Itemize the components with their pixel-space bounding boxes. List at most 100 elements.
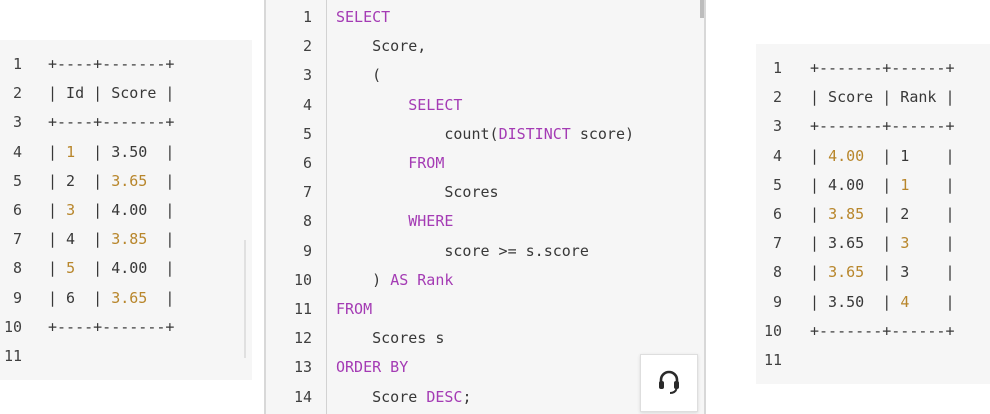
code-line: 10 ) AS Rank — [266, 266, 453, 295]
code-line: 8 WHERE — [266, 207, 453, 236]
line-number: 10 — [3, 317, 22, 336]
line-number: 1 — [772, 59, 782, 77]
cell-suffix: | — [147, 171, 175, 190]
code-text: ( — [336, 61, 381, 90]
line-text: | 3.50 | 4 | — [810, 288, 955, 317]
sql-keyword: ORDER BY — [336, 358, 409, 377]
code-text: count(DISTINCT score) — [336, 120, 634, 149]
sql-keyword: WHERE — [408, 212, 454, 231]
code-text: WHERE — [336, 207, 453, 236]
line-number: 4 — [12, 142, 22, 161]
line-text: +-------+------+ — [810, 112, 955, 141]
line-number: 7 — [12, 230, 22, 249]
cell-prefix: | — [48, 142, 67, 161]
code-text: SELECT — [336, 3, 390, 32]
sql-keyword: DISTINCT — [498, 124, 571, 143]
cell-prefix: | 4 | — [48, 230, 112, 249]
line-text: | 3.65 | 3 | — [810, 258, 955, 287]
input-table-panel: 1+----+-------+2| Id | Score |3+----+---… — [0, 40, 252, 380]
code-text: score >= s.score — [336, 237, 589, 266]
cell-suffix: | — [147, 230, 175, 249]
line-number: 8 — [302, 212, 312, 231]
line-content: | Score | Rank | — [810, 88, 955, 107]
line-text: | 4 | 3.85 | — [48, 225, 174, 254]
line-number: 9 — [772, 292, 782, 311]
left-panel-edge — [244, 240, 254, 358]
cell-prefix: | — [810, 263, 829, 282]
code-plain: Score — [336, 387, 427, 406]
code-text: Score, — [336, 32, 426, 61]
input-table-row: 1+----+-------+ — [0, 50, 174, 79]
line-number: 7 — [302, 183, 312, 202]
sql-keyword: FROM — [336, 300, 373, 318]
cell-suffix: | — [909, 292, 955, 311]
input-table-row: 7 | 4 | 3.85 | — [0, 225, 174, 254]
input-table-row: 5| 2 | 3.65 | — [0, 167, 174, 196]
cell-suffix: | 2 | — [864, 205, 955, 223]
line-number: 12 — [293, 329, 312, 348]
code-text: Scores — [336, 178, 499, 207]
cell-suffix: | 3 | — [864, 263, 955, 282]
line-number: 10 — [763, 321, 782, 340]
cell-prefix: | — [48, 259, 67, 278]
code-text: SELECT — [336, 91, 462, 120]
cell-prefix: | 6 | — [48, 288, 112, 307]
line-number: 1 — [302, 8, 312, 26]
line-text: | 3.85 | 2 | — [810, 200, 955, 229]
highlighted-value: 4 — [900, 292, 910, 311]
line-number: 3 — [772, 117, 782, 136]
cell-suffix: | — [147, 288, 175, 307]
line-number: 5 — [12, 171, 22, 190]
code-line: 3 ( — [266, 61, 381, 90]
line-number: 11 — [293, 300, 312, 318]
cell-suffix: | 1 | — [864, 146, 955, 165]
input-table-row: 11 — [0, 342, 48, 371]
line-text: +----+-------+ — [48, 313, 174, 342]
line-text: | 5 | 4.00 | — [48, 254, 174, 283]
code-plain: ) — [336, 270, 391, 289]
code-line: 5 count(DISTINCT score) — [266, 120, 634, 149]
line-content: +-------+------+ — [810, 59, 955, 77]
line-content: +----+-------+ — [48, 55, 175, 73]
line-text: +----+-------+ — [48, 108, 174, 137]
code-line: 1 SELECT — [266, 3, 390, 32]
highlighted-value: 1 — [66, 142, 76, 161]
output-table-row: 2 | Score | Rank | — [756, 83, 955, 112]
line-number: 14 — [293, 387, 312, 406]
highlighted-value: 5 — [66, 259, 76, 278]
code-text: ORDER BY — [336, 353, 408, 382]
sql-keyword: SELECT — [408, 95, 463, 114]
line-text: +-------+------+ — [810, 317, 955, 346]
code-plain: Scores — [336, 183, 499, 202]
line-text: | 6 | 3.65 | — [48, 284, 174, 313]
cell-suffix: | 4.00 | — [75, 201, 175, 219]
line-number: 8 — [772, 263, 782, 282]
code-plain: ; — [462, 387, 472, 406]
line-text: | 4.00 | 1 | — [810, 171, 955, 200]
line-text: | 3.65 | 3 | — [810, 229, 955, 258]
editor-scrollbar[interactable] — [700, 0, 704, 18]
highlighted-value: 3 — [900, 234, 910, 253]
line-text: | 1 | 3.50 | — [48, 138, 174, 167]
highlighted-value: 3.65 — [111, 288, 148, 307]
highlighted-value: 4.00 — [828, 146, 865, 165]
code-text: ) AS Rank — [336, 266, 453, 295]
line-number: 7 — [772, 234, 782, 253]
cell-suffix: | — [909, 234, 955, 253]
line-text: +-------+------+ — [810, 54, 955, 83]
output-table-row: 1 +-------+------+ — [756, 54, 955, 83]
line-number: 11 — [763, 351, 782, 369]
code-text: Scores s — [336, 324, 444, 353]
code-line: 7 Scores — [266, 178, 499, 207]
sql-keyword: AS Rank — [390, 270, 454, 289]
line-number: 4 — [302, 95, 312, 114]
sql-keyword: DESC — [426, 387, 463, 406]
input-table-row: 10 +----+-------+ — [0, 313, 175, 342]
code-plain — [336, 212, 408, 230]
line-number: 2 — [772, 88, 782, 107]
output-table-row: 11 — [756, 346, 810, 375]
help-button[interactable] — [640, 354, 698, 412]
input-table-row: 2| Id | Score | — [0, 79, 174, 108]
